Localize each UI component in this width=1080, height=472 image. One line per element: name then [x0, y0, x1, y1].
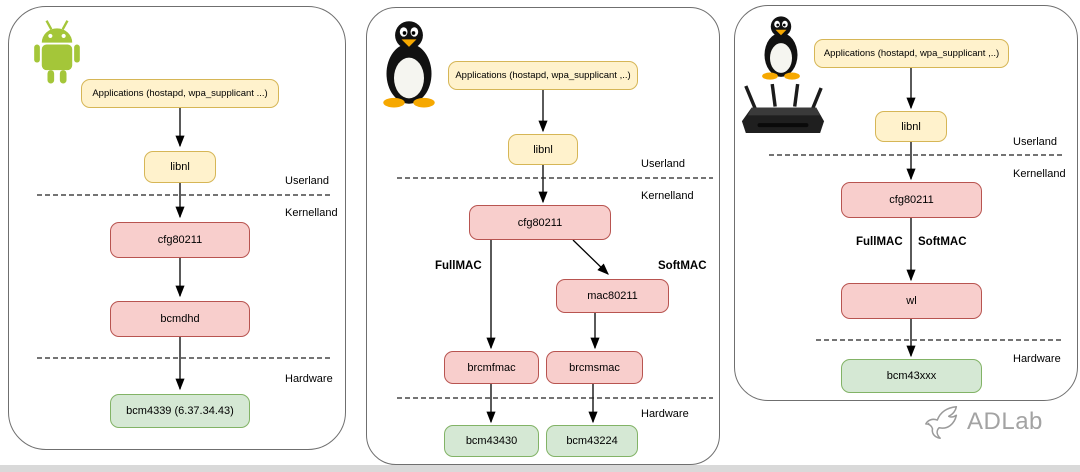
wifi-router-icon: [741, 83, 825, 133]
hardware-label: Hardware: [285, 373, 333, 385]
bird-icon: [925, 405, 958, 439]
bcm4339-chip-box: bcm4339 (6.37.34.43): [110, 394, 250, 428]
adlab-watermark: ADLab: [922, 402, 1043, 442]
libnl-box: libnl: [508, 134, 578, 165]
applications-box: Applications (hostapd, wpa_supplicant ,.…: [814, 39, 1009, 68]
cfg80211-box: cfg80211: [110, 222, 250, 258]
libnl-box: libnl: [875, 111, 947, 142]
userland-label: Userland: [285, 175, 330, 187]
softmac-label: SoftMAC: [918, 236, 967, 248]
android-logo-icon: [34, 20, 80, 84]
softmac-label: SoftMAC: [658, 260, 707, 272]
hardware-label: Hardware: [641, 408, 689, 420]
mac80211-box: mac80211: [556, 279, 669, 313]
cfg80211-box: cfg80211: [469, 205, 611, 240]
adlab-watermark-text: ADLab: [967, 408, 1043, 435]
brcmfmac-driver-box: brcmfmac: [444, 351, 539, 384]
bcm43xxx-chip-box: bcm43xxx: [841, 359, 982, 393]
userland-label: Userland: [641, 158, 686, 170]
cfg80211-box: cfg80211: [841, 182, 982, 218]
linux-stack-panel: Applications (hostapd, wpa_supplicant ,.…: [366, 7, 720, 465]
tux-penguin-icon: [383, 21, 435, 108]
userland-label: Userland: [1013, 136, 1058, 148]
fullmac-label: FullMAC: [435, 260, 482, 272]
bcmdhd-driver-box: bcmdhd: [110, 301, 250, 337]
wl-driver-box: wl: [841, 283, 982, 319]
bottom-gray-strip: [0, 465, 1080, 472]
kernelland-label: Kernelland: [641, 190, 694, 202]
tux-penguin-icon: [762, 16, 800, 80]
hardware-label: Hardware: [1013, 353, 1061, 365]
brcmsmac-driver-box: brcmsmac: [546, 351, 643, 384]
applications-box: Applications (hostapd, wpa_supplicant ..…: [81, 79, 279, 108]
router-stack-panel: Applications (hostapd, wpa_supplicant ,.…: [734, 5, 1078, 401]
fullmac-label: FullMAC: [856, 236, 903, 248]
kernelland-label: Kernelland: [285, 207, 338, 219]
libnl-box: libnl: [144, 151, 216, 183]
applications-box: Applications (hostapd, wpa_supplicant ,.…: [448, 61, 638, 90]
bcm43224-chip-box: bcm43224: [546, 425, 638, 457]
bcm43430-chip-box: bcm43430: [444, 425, 539, 457]
kernelland-label: Kernelland: [1013, 168, 1066, 180]
android-stack-panel: Applications (hostapd, wpa_supplicant ..…: [8, 6, 346, 450]
